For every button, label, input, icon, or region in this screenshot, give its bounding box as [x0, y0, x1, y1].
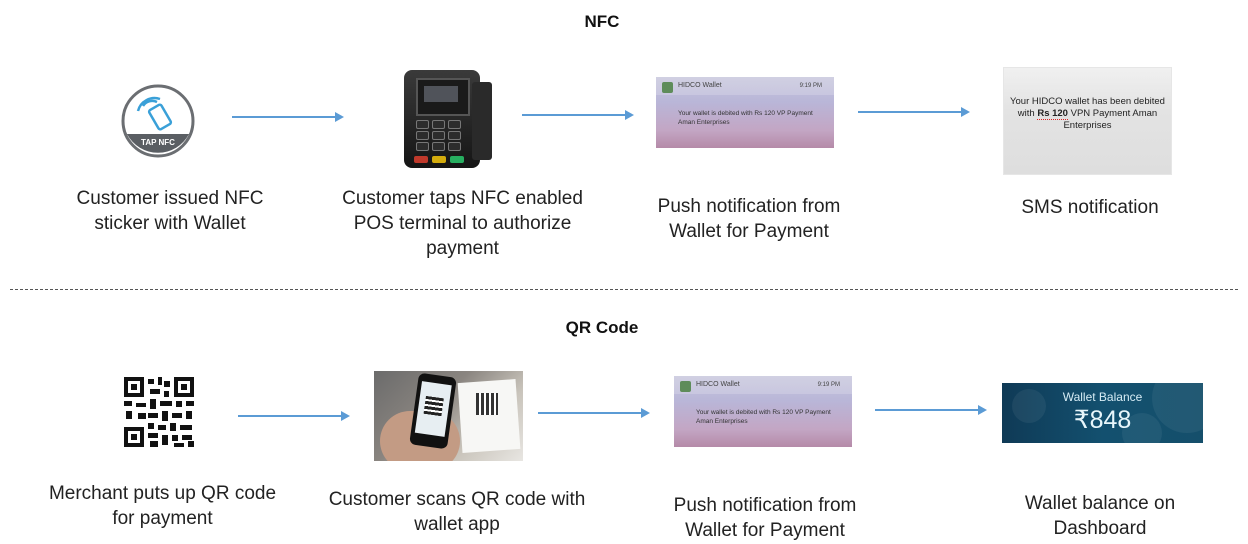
caption-push-qr: Push notification from Wallet for Paymen… — [673, 495, 857, 541]
sms-notification-card: Your HIDCO wallet has been debited with … — [1003, 67, 1172, 175]
arrow-qr-3 — [875, 404, 987, 416]
caption-wallet-balance: Wallet balance on Dashboard — [1024, 493, 1176, 539]
arrow-qr-1 — [238, 410, 350, 422]
caption-qr-scan: Customer scans QR code with wallet app — [328, 489, 586, 535]
caption-qr-merchant: Merchant puts up QR code for payment — [48, 483, 277, 529]
wallet-app-icon — [680, 381, 691, 392]
qr-code-icon — [124, 377, 194, 447]
nfc-icon-label: TAP NFC — [141, 138, 175, 147]
wallet-app-icon — [662, 82, 673, 93]
sms-message: Your HIDCO wallet has been debited with … — [1010, 96, 1165, 131]
push-notification-card: HIDCO Wallet 9:19 PM Your wallet is debi… — [656, 77, 834, 148]
caption-pos-terminal: Customer taps NFC enabled POS terminal t… — [342, 188, 583, 259]
caption-nfc-sticker: Customer issued NFC sticker with Wallet — [76, 188, 264, 234]
qr-section-title: QR Code — [565, 318, 639, 337]
push-message: Your wallet is debited with Rs 120 VP Pa… — [696, 409, 831, 425]
arrow-qr-2 — [538, 407, 650, 419]
nfc-sticker-icon: TAP NFC — [121, 84, 195, 158]
push-notification-card: HIDCO Wallet 9:19 PM Your wallet is debi… — [674, 376, 852, 447]
arrow-nfc-3 — [858, 106, 970, 118]
caption-push-nfc: Push notification from Wallet for Paymen… — [657, 196, 841, 242]
arrow-nfc-1 — [232, 111, 344, 123]
wallet-balance-label: Wallet Balance — [1062, 390, 1143, 404]
push-message: Your wallet is debited with Rs 120 VP Pa… — [678, 110, 813, 126]
push-app-name: HIDCO Wallet — [696, 381, 740, 388]
push-app-name: HIDCO Wallet — [678, 82, 722, 89]
pos-terminal-image — [398, 68, 498, 174]
caption-sms: SMS notification — [1021, 197, 1159, 218]
push-time: 9:19 PM — [799, 83, 822, 89]
wallet-balance-amount: ₹848 — [1073, 406, 1132, 434]
phone-scan-photo — [374, 371, 523, 461]
wallet-balance-card: Wallet Balance ₹848 — [1002, 383, 1203, 443]
arrow-nfc-2 — [522, 109, 634, 121]
section-divider — [10, 289, 1238, 290]
push-time: 9:19 PM — [817, 382, 840, 388]
nfc-section-title: NFC — [584, 12, 620, 31]
